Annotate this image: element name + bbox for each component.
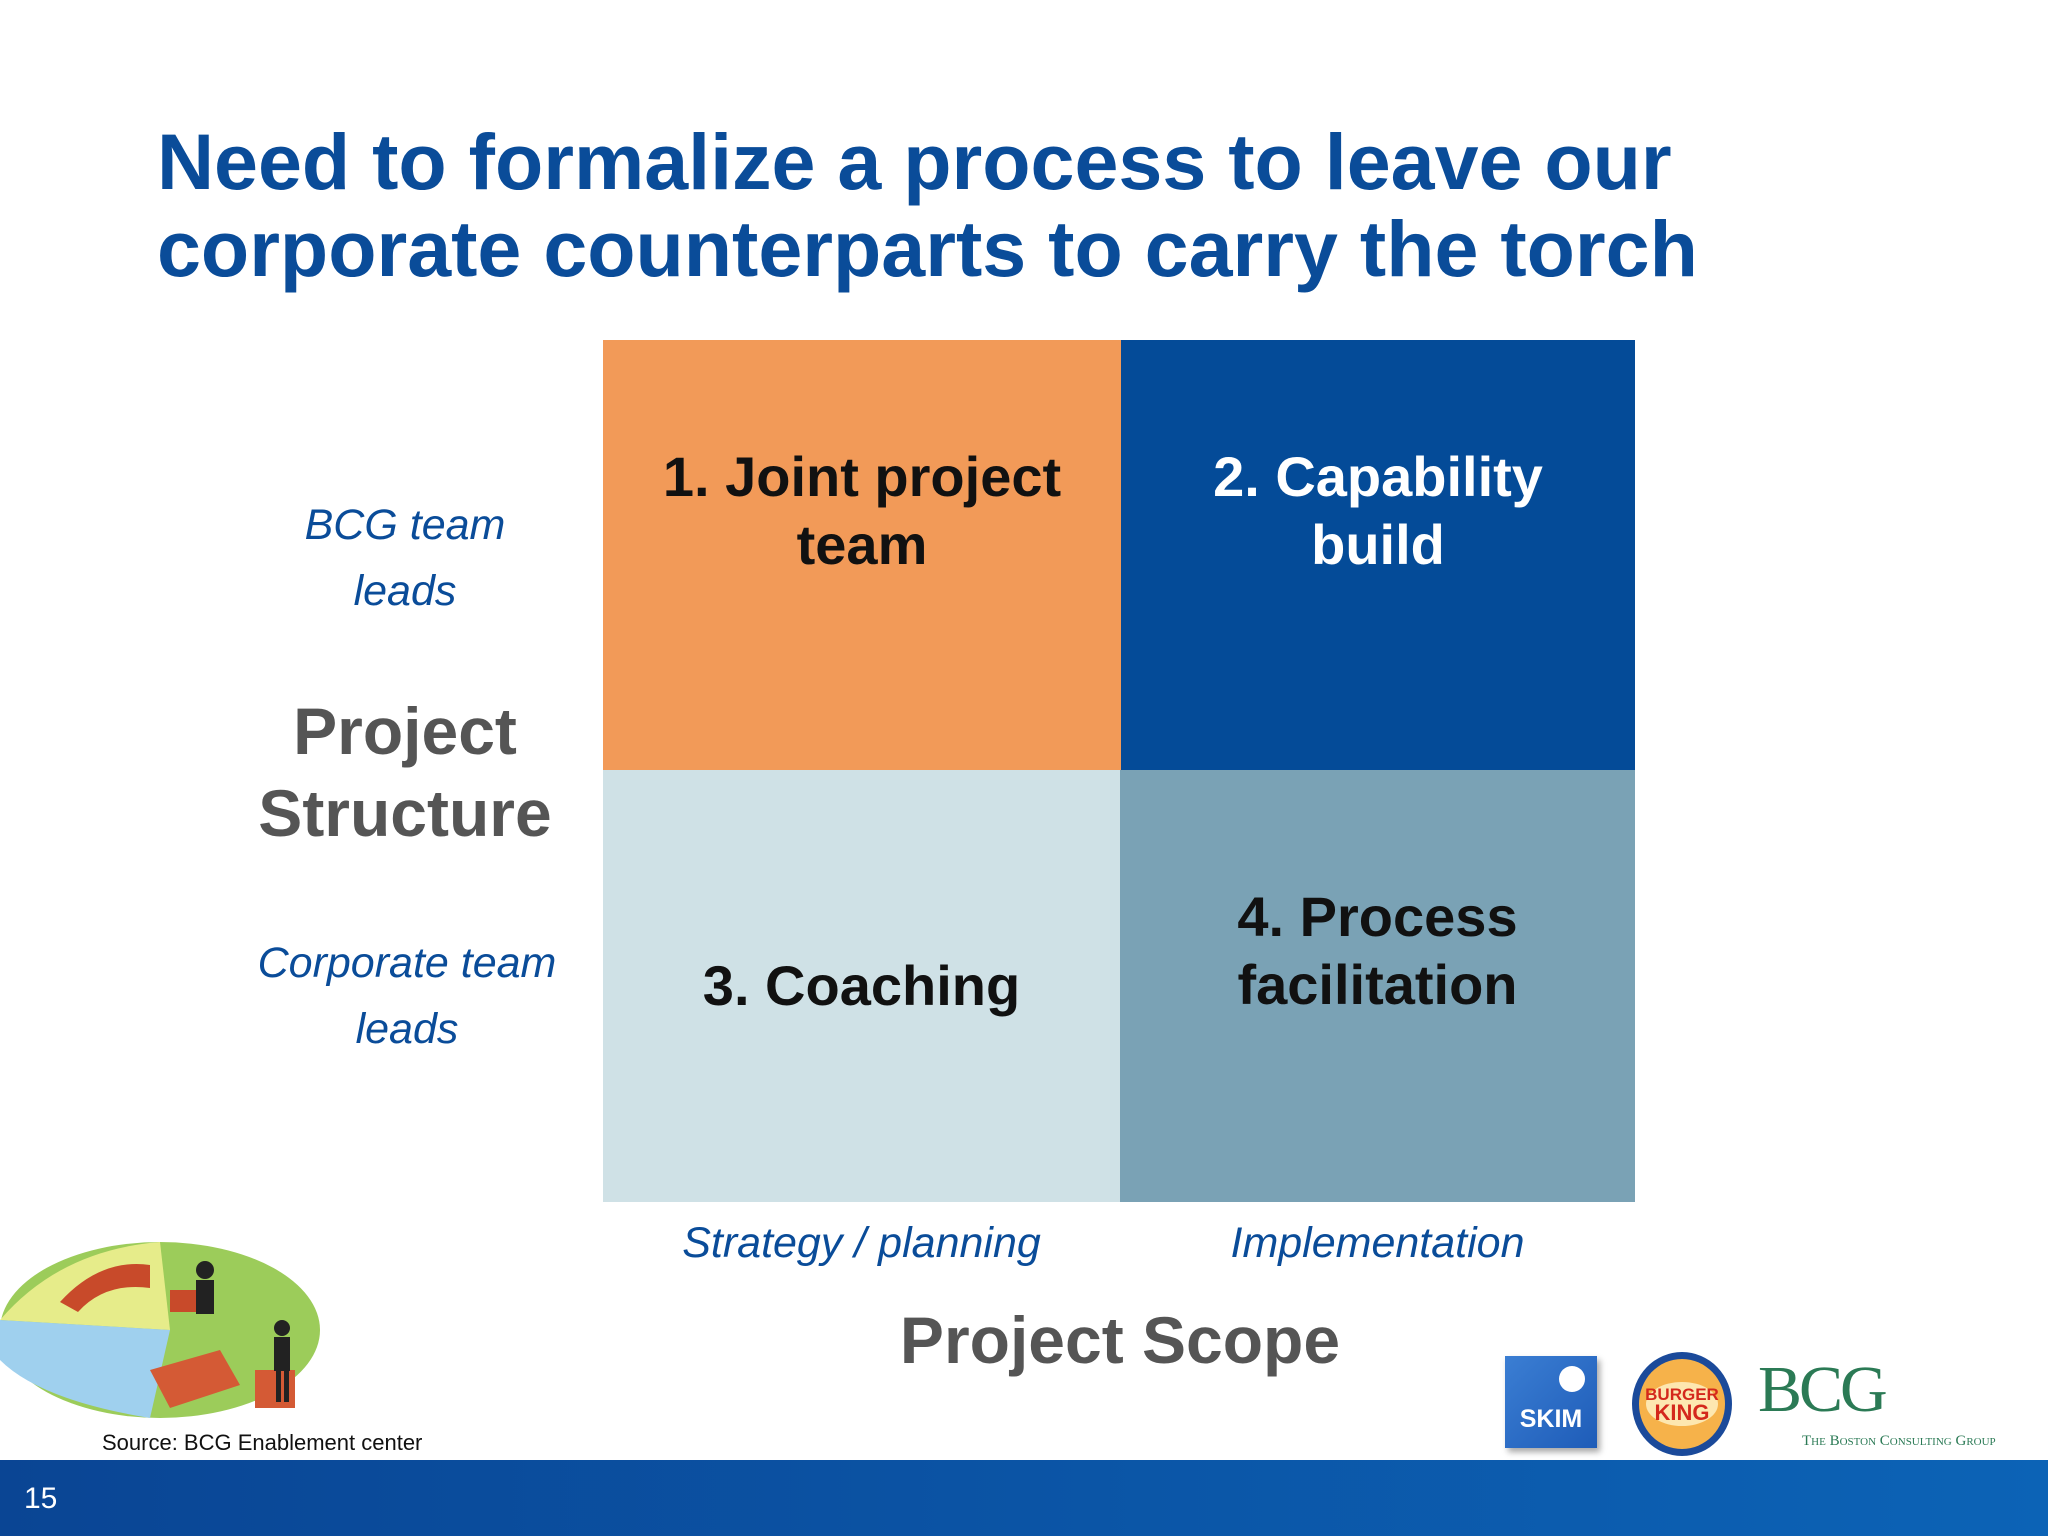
quadrant-process-facilitation: 4. Process facilitation xyxy=(1120,770,1635,1202)
x-axis-left-label: Strategy / planning xyxy=(682,1219,1041,1267)
bcg-logo-subtitle: The Boston Consulting Group xyxy=(1802,1433,1996,1449)
bridge-building-illustration-icon xyxy=(0,1242,320,1418)
skim-logo-text: SKIM xyxy=(1519,1405,1583,1433)
bk-logo-top-text: BURGER xyxy=(1645,1385,1719,1404)
quadrant-1-label: 1. Joint project team xyxy=(662,445,1062,576)
page-number: 15 xyxy=(24,1482,58,1515)
quadrant-3-label: 3. Coaching xyxy=(702,954,1021,1017)
quadrant-2-label: 2. Capability build xyxy=(1213,445,1543,576)
bcg-logo: BCG xyxy=(1758,1353,1888,1426)
slide-title: Need to formalize a process to leave our… xyxy=(157,117,1698,293)
bk-logo-bottom-text: KING xyxy=(1655,1400,1710,1425)
quadrant-joint-project-team: 1. Joint project team xyxy=(603,340,1121,770)
source-note: Source: BCG Enablement center xyxy=(102,1430,423,1455)
quadrant-4-label: 4. Process facilitation xyxy=(1237,885,1518,1016)
burger-king-logo: BURGER KING xyxy=(1632,1352,1732,1456)
x-axis-right-label: Implementation xyxy=(1230,1219,1525,1267)
quadrant-capability-build: 2. Capability build xyxy=(1121,340,1635,770)
y-axis-top-label: BCG team leads xyxy=(304,501,506,615)
skim-logo: SKIM xyxy=(1505,1356,1597,1448)
skim-logo-dot-icon xyxy=(1559,1366,1585,1392)
y-axis-bottom-label: Corporate team leads xyxy=(257,939,557,1053)
y-axis-title: Project Structure xyxy=(258,694,552,850)
quadrant-coaching: 3. Coaching xyxy=(603,770,1120,1202)
footer-bar xyxy=(0,1460,2048,1536)
x-axis-title: Project Scope xyxy=(899,1303,1341,1377)
